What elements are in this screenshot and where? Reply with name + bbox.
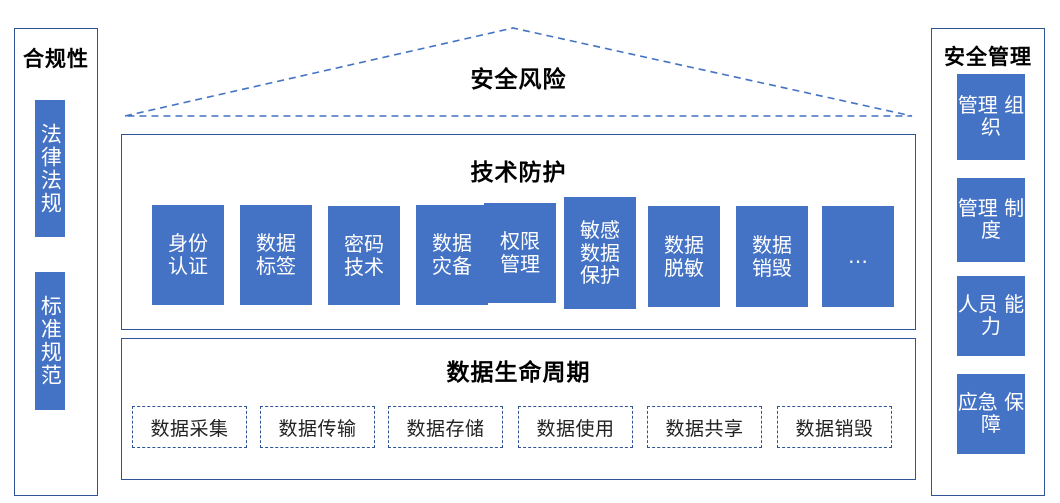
management-item-personnel-line2: 能力 xyxy=(981,292,1025,338)
tech-item-permission-management-line1: 权限 xyxy=(500,229,540,254)
technical-protection-items: 身份 认证 数据 标签 密码 技术 数据 灾备 xyxy=(122,193,917,313)
tech-item-sensitive-data-protection[interactable]: 敏感 数据 保护 xyxy=(564,197,636,309)
technical-protection-title: 技术防护 xyxy=(470,160,567,186)
tech-item-data-destruction-line1: 数据 xyxy=(752,232,792,257)
tech-item-identity-authentication-line1: 身份 xyxy=(168,231,208,256)
tech-item-sensitive-data-protection-line2: 数据 xyxy=(580,240,620,265)
compliance-panel-title: 合规性 xyxy=(23,47,89,71)
tech-item-cryptography[interactable]: 密码 技术 xyxy=(328,206,400,305)
management-item-emergency-line1: 应急 xyxy=(957,390,998,415)
tech-item-data-destruction[interactable]: 数据 销毁 xyxy=(736,206,808,307)
lifecycle-item-collection[interactable]: 数据采集 xyxy=(132,406,247,448)
management-item-organization[interactable]: 管理 组织 xyxy=(957,74,1025,160)
security-risk-label: 安全风险 xyxy=(470,67,567,93)
lifecycle-item-sharing[interactable]: 数据共享 xyxy=(647,406,762,448)
triangle-outline xyxy=(124,27,913,117)
tech-item-disaster-recovery[interactable]: 数据 灾备 xyxy=(416,205,488,305)
tech-item-data-masking[interactable]: 数据 脱敏 xyxy=(648,206,720,307)
management-item-emergency-line2: 保障 xyxy=(981,390,1025,436)
tech-item-data-destruction-line2: 销毁 xyxy=(752,255,792,280)
data-lifecycle-items: 数据采集 数据传输 数据存储 数据使用 数据共享 数据销毁 xyxy=(122,401,917,451)
technical-protection-panel: 技术防护 身份 认证 数据 标签 密码 技术 xyxy=(121,134,916,330)
management-item-system-line1: 管理 xyxy=(957,196,998,221)
management-item-system[interactable]: 管理 制度 xyxy=(957,178,1025,262)
tech-item-disaster-recovery-line1: 数据 xyxy=(432,231,472,256)
tech-item-cryptography-line2: 技术 xyxy=(344,254,384,279)
tech-item-cryptography-line1: 密码 xyxy=(344,231,384,256)
tech-item-identity-authentication[interactable]: 身份 认证 xyxy=(152,205,224,305)
tech-item-data-masking-line1: 数据 xyxy=(664,232,704,257)
data-lifecycle-title: 数据生命周期 xyxy=(446,360,591,386)
security-management-panel-title: 安全管理 xyxy=(944,45,1032,69)
management-item-organization-line1: 管理 xyxy=(957,93,998,118)
lifecycle-item-transmission[interactable]: 数据传输 xyxy=(260,406,375,448)
compliance-item-laws-regulations[interactable]: 法律法规 xyxy=(35,100,65,237)
management-item-personnel-line1: 人员 xyxy=(957,292,998,317)
tech-item-data-labeling-line2: 标签 xyxy=(256,254,296,278)
management-item-system-line2: 制度 xyxy=(981,196,1025,242)
compliance-item-standards-specs[interactable]: 标准规范 xyxy=(35,272,65,410)
lifecycle-item-storage[interactable]: 数据存储 xyxy=(388,406,503,448)
tech-item-identity-authentication-line2: 认证 xyxy=(168,254,208,278)
tech-item-data-masking-line2: 脱敏 xyxy=(664,255,704,280)
management-item-personnel-capability[interactable]: 人员 能力 xyxy=(957,276,1025,356)
management-item-emergency-response[interactable]: 应急 保障 xyxy=(957,374,1025,454)
management-item-organization-line2: 组织 xyxy=(981,93,1025,139)
security-risk-triangle xyxy=(121,20,916,120)
tech-item-data-labeling-line1: 数据 xyxy=(256,231,296,256)
tech-item-more-ellipsis-label: … xyxy=(848,244,868,269)
tech-item-more-ellipsis[interactable]: … xyxy=(822,206,894,307)
lifecycle-item-usage[interactable]: 数据使用 xyxy=(518,406,633,448)
tech-item-disaster-recovery-line2: 灾备 xyxy=(432,254,472,278)
tech-item-data-labeling[interactable]: 数据 标签 xyxy=(240,205,312,305)
tech-item-permission-management[interactable]: 权限 管理 xyxy=(484,203,556,303)
tech-item-permission-management-line2: 管理 xyxy=(500,252,540,276)
tech-item-sensitive-data-protection-line1: 敏感 xyxy=(580,217,620,242)
lifecycle-item-destruction[interactable]: 数据销毁 xyxy=(777,406,892,448)
tech-item-sensitive-data-protection-line3: 保护 xyxy=(580,263,620,288)
compliance-panel: 合规性 xyxy=(14,28,98,496)
data-lifecycle-panel: 数据生命周期 数据采集 数据传输 数据存储 数据使用 数据共享 数据销毁 xyxy=(121,338,916,480)
